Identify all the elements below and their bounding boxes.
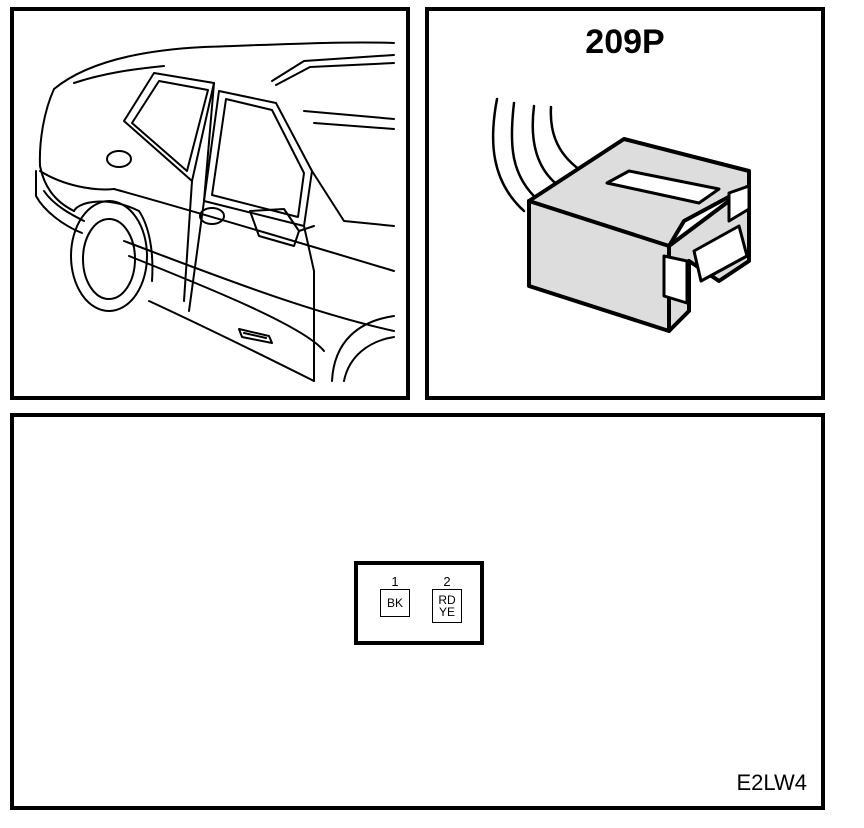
reference-code: E2LW4 [736, 770, 807, 795]
pinout-panel: 1 BK 2 RD YE E2LW4 [10, 413, 825, 810]
pin-cavity: BK [380, 589, 410, 617]
connector-view-panel: 209P [425, 7, 825, 400]
pin-number: 2 [443, 574, 451, 589]
connector-illustration [491, 97, 751, 333]
wire-color: BK [386, 596, 403, 610]
car-location-panel [10, 7, 410, 400]
wire-color: RD [438, 593, 456, 607]
wire-color: YE [438, 605, 455, 619]
connector-code: 209P [585, 23, 665, 61]
pin-cavity: RD YE [432, 589, 462, 623]
connector-face: 1 BK 2 RD YE [354, 561, 484, 645]
car-door-illustration [35, 41, 395, 382]
pin-number: 1 [391, 574, 399, 589]
